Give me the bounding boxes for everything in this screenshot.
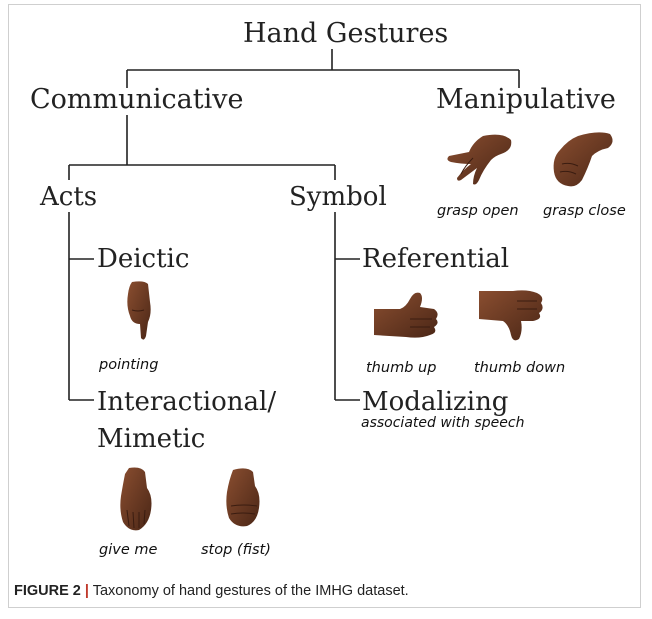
thumb-up-caption: thumb up: [366, 360, 437, 376]
figure-caption: FIGURE 2 | Taxonomy of hand gestures of …: [14, 583, 409, 599]
thumb-up-hand-image: [374, 292, 438, 338]
mimetic-label: Mimetic: [97, 424, 206, 454]
stop-fist-caption: stop (fist): [201, 542, 271, 558]
root-label: Hand Gestures: [243, 18, 449, 49]
figure-number: FIGURE 2: [14, 583, 81, 599]
give-me-hand-image: [120, 467, 152, 531]
deictic-label: Deictic: [97, 244, 190, 274]
give-me-caption: give me: [99, 542, 158, 558]
acts-label: Acts: [40, 182, 98, 212]
modalizing-label: Modalizing: [362, 387, 509, 417]
manipulative-label: Manipulative: [436, 84, 616, 115]
pointing-caption: pointing: [99, 357, 159, 373]
pointing-hand-image: [127, 281, 151, 340]
referential-label: Referential: [362, 244, 510, 274]
thumb-down-hand-image: [479, 290, 543, 341]
grasp-open-hand-image: [447, 134, 512, 185]
grasp-close-caption: grasp close: [543, 203, 626, 219]
stop-fist-hand-image: [226, 468, 260, 527]
interactional-label: Interactional/: [97, 387, 277, 417]
symbol-label: Symbol: [289, 182, 387, 212]
caption-text: Taxonomy of hand gestures of the IMHG da…: [88, 583, 409, 599]
communicative-label: Communicative: [30, 84, 244, 115]
grasp-close-hand-image: [553, 132, 613, 187]
thumb-down-caption: thumb down: [474, 360, 566, 376]
caption-separator: |: [84, 583, 89, 599]
grasp-open-caption: grasp open: [437, 203, 519, 219]
modalizing-note: associated with speech: [361, 415, 525, 431]
